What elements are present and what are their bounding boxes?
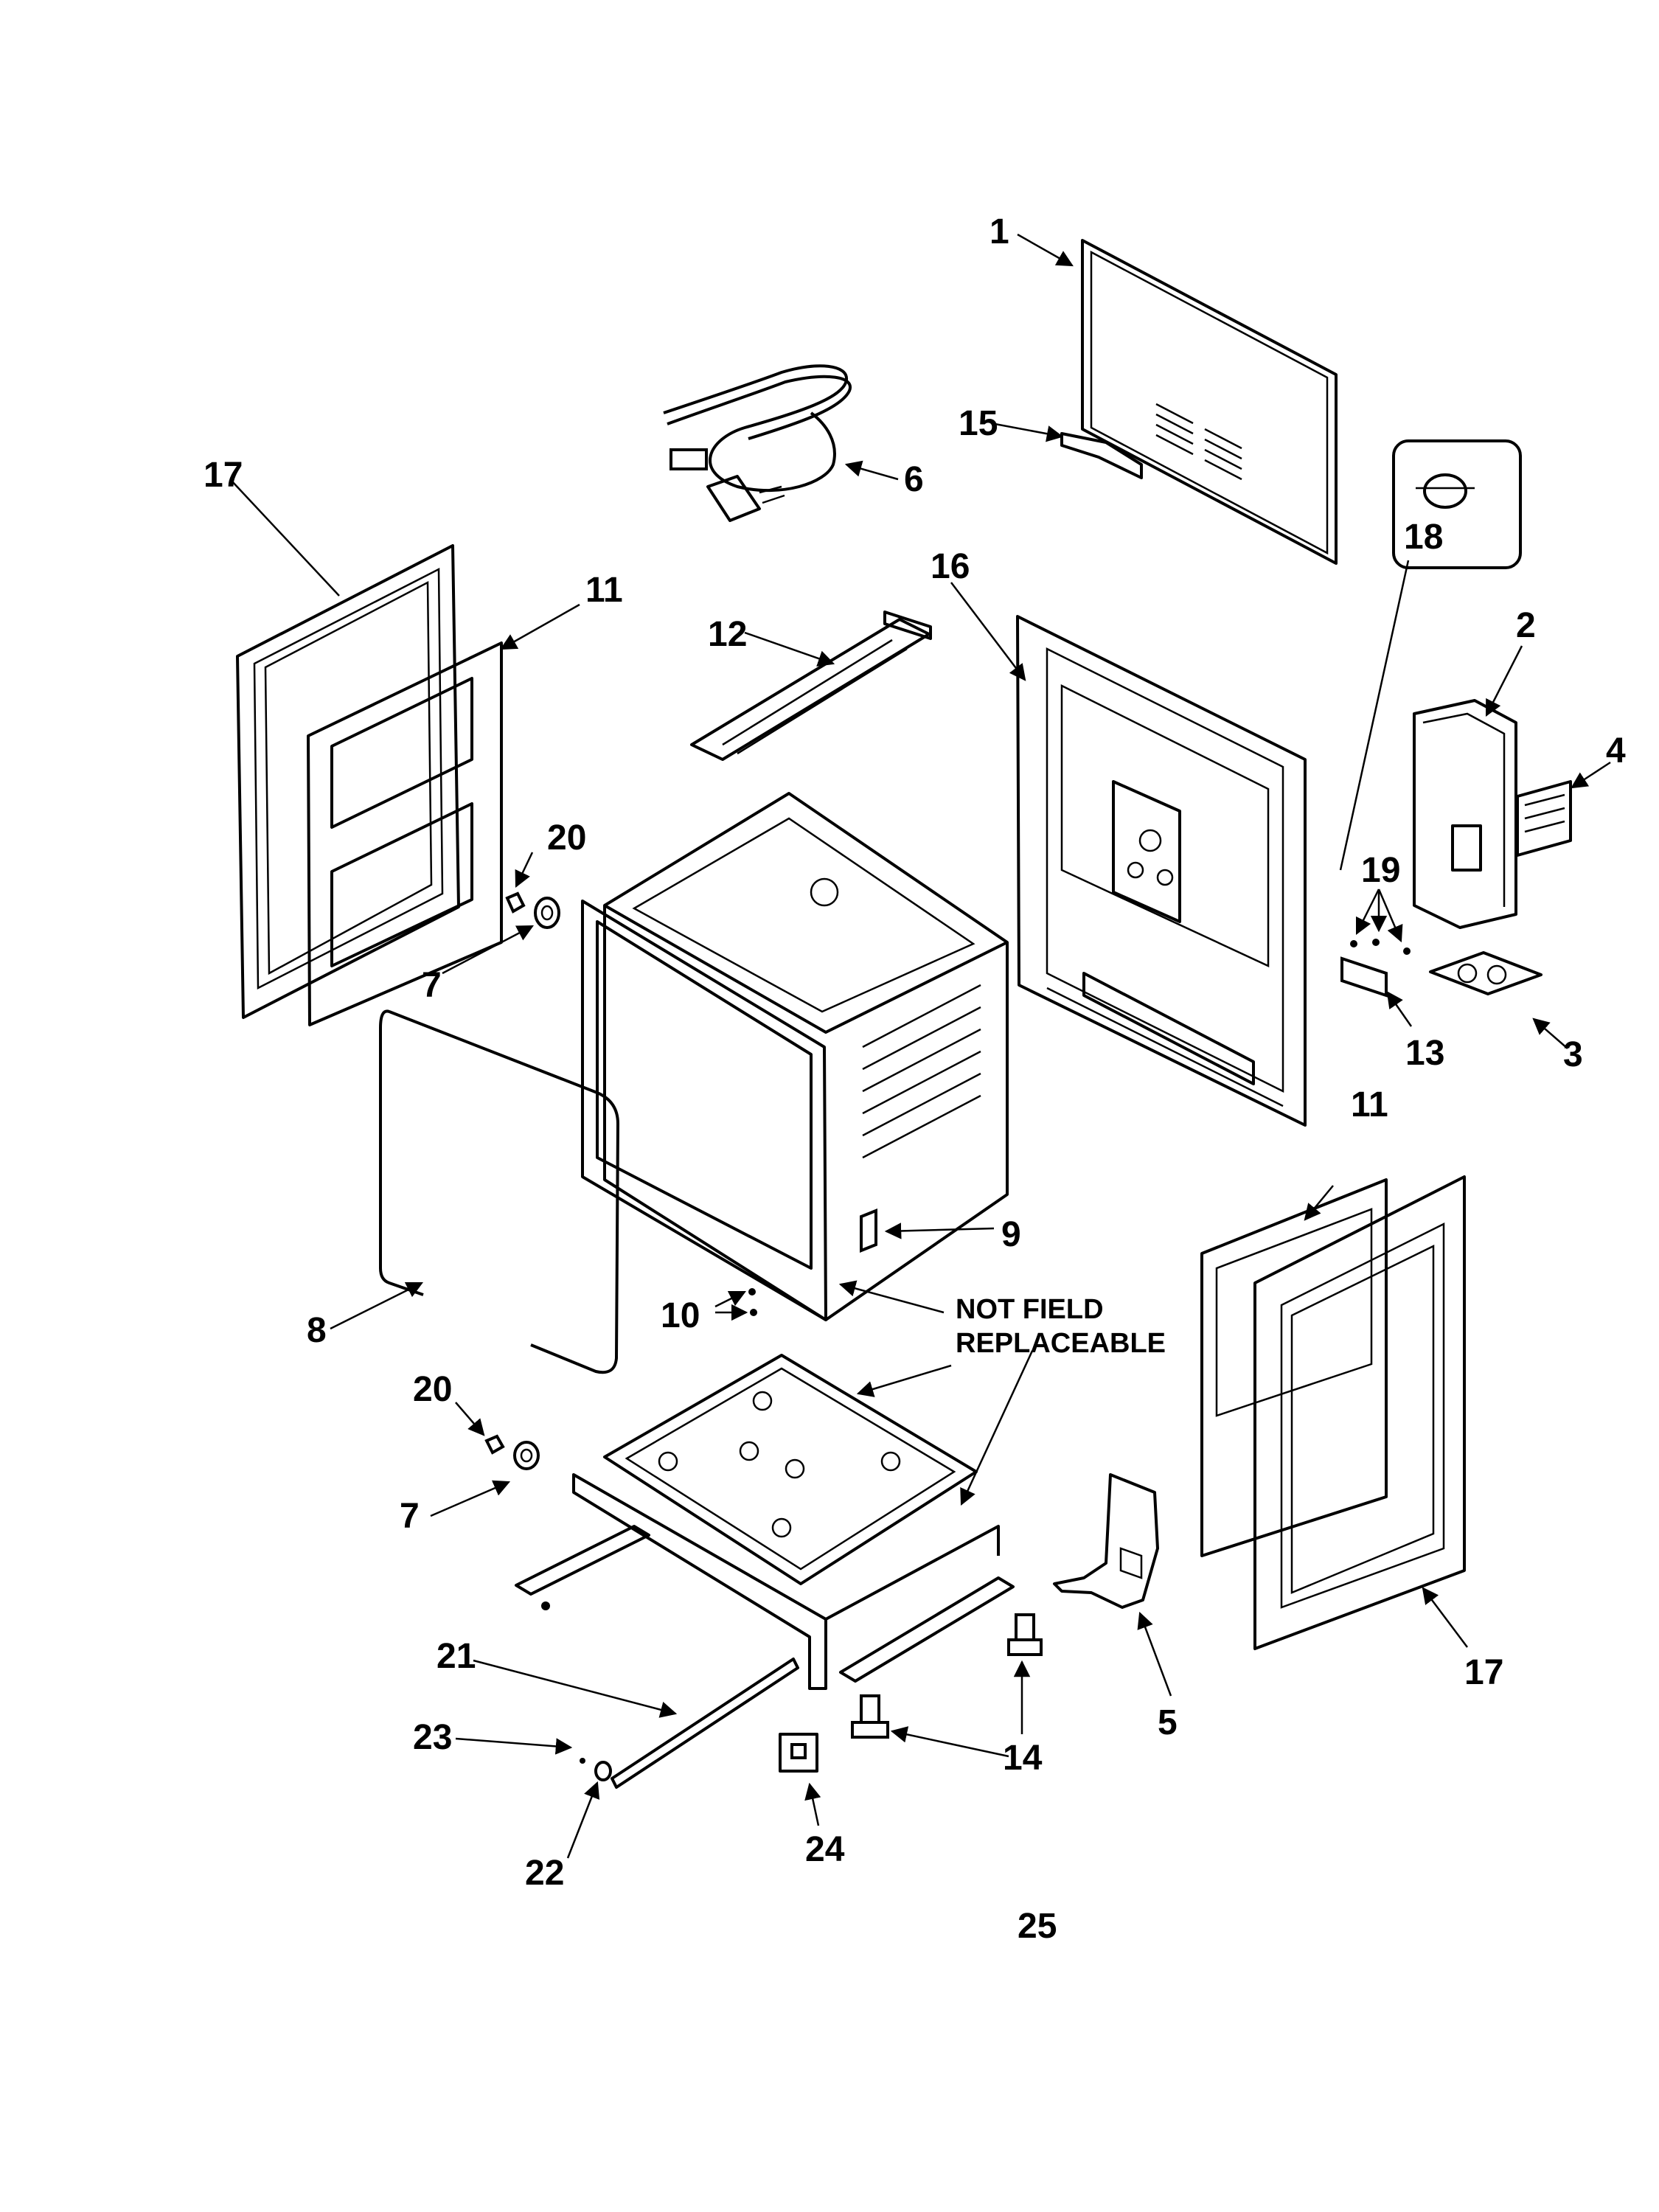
note-line-1: NOT FIELD [956, 1294, 1104, 1325]
callout-11-left: 11 [585, 571, 623, 610]
oven-bottom [603, 1354, 978, 1585]
back-panel-part-1 [1081, 239, 1338, 565]
callout-16: 16 [931, 547, 970, 586]
leg-bracket-part-5 [1053, 1473, 1159, 1609]
terminal-plate-part-3 [1429, 951, 1543, 995]
callout-11-right: 11 [1351, 1085, 1388, 1124]
callout-14: 14 [1003, 1739, 1043, 1778]
callout-1: 1 [990, 212, 1009, 251]
leveling-leg-part-24 [779, 1733, 818, 1773]
note-not-field-replaceable: NOT FIELD REPLACEABLE [956, 1294, 1166, 1359]
callout-13: 13 [1405, 1034, 1444, 1073]
drawer-rail-part-21 [611, 1658, 799, 1789]
callout-9: 9 [1001, 1215, 1021, 1254]
callout-2: 2 [1516, 606, 1536, 645]
note-line-2: REPLACEABLE [956, 1328, 1166, 1359]
oven-cavity [581, 792, 1009, 1321]
callout-labels: 1 15 6 17 18 11 12 16 2 4 20 19 7 13 3 1… [204, 212, 1626, 1893]
side-panel-part-17-right [1253, 1175, 1466, 1650]
callout-3: 3 [1563, 1035, 1583, 1074]
leveling-legs-part-14 [851, 1613, 1043, 1739]
callout-8: 8 [307, 1311, 327, 1350]
callout-19: 19 [1361, 851, 1400, 890]
callout-20-upper: 20 [547, 818, 586, 858]
callout-7-lower: 7 [400, 1497, 420, 1536]
insulation-part-11-left [307, 641, 503, 1026]
leader-lines [231, 233, 1611, 1859]
hinge-receiver-part-9 [860, 1208, 877, 1253]
callout-20-lower: 20 [413, 1370, 452, 1409]
power-cord-part-6 [663, 364, 852, 522]
callout-5: 5 [1158, 1703, 1178, 1742]
drawer-base [515, 1473, 1015, 1690]
callout-12: 12 [708, 615, 747, 654]
vent-cover-part-4 [1516, 780, 1572, 857]
callout-17-right: 17 [1464, 1653, 1503, 1692]
door-gasket-part-8 [379, 1009, 619, 1374]
insulation-part-11-right [1200, 1178, 1388, 1557]
terminal-box-part-2 [1413, 699, 1517, 929]
roller-part-22 [580, 1758, 612, 1781]
callout-22: 22 [525, 1854, 564, 1893]
callout-18: 18 [1404, 518, 1443, 557]
page-label: 25 [1018, 1907, 1057, 1946]
callout-21: 21 [437, 1637, 476, 1676]
terminal-block-part-13 [1340, 939, 1411, 998]
callout-24: 24 [805, 1830, 845, 1869]
callout-6: 6 [904, 460, 924, 499]
hardware-part-20-7-upper [505, 891, 560, 929]
screws-part-10 [748, 1288, 757, 1316]
callout-15: 15 [959, 404, 998, 443]
hardware-part-20-7-lower [484, 1434, 540, 1470]
thermostat-detail-part-18 [1392, 439, 1522, 569]
callout-10: 10 [661, 1296, 700, 1335]
bracket-part-15 [1060, 432, 1143, 479]
callout-7-upper: 7 [422, 966, 442, 1005]
callout-23: 23 [413, 1718, 452, 1757]
callout-17-left: 17 [204, 456, 243, 495]
callout-4: 4 [1606, 731, 1626, 771]
side-panel-part-16 [1016, 615, 1307, 1127]
